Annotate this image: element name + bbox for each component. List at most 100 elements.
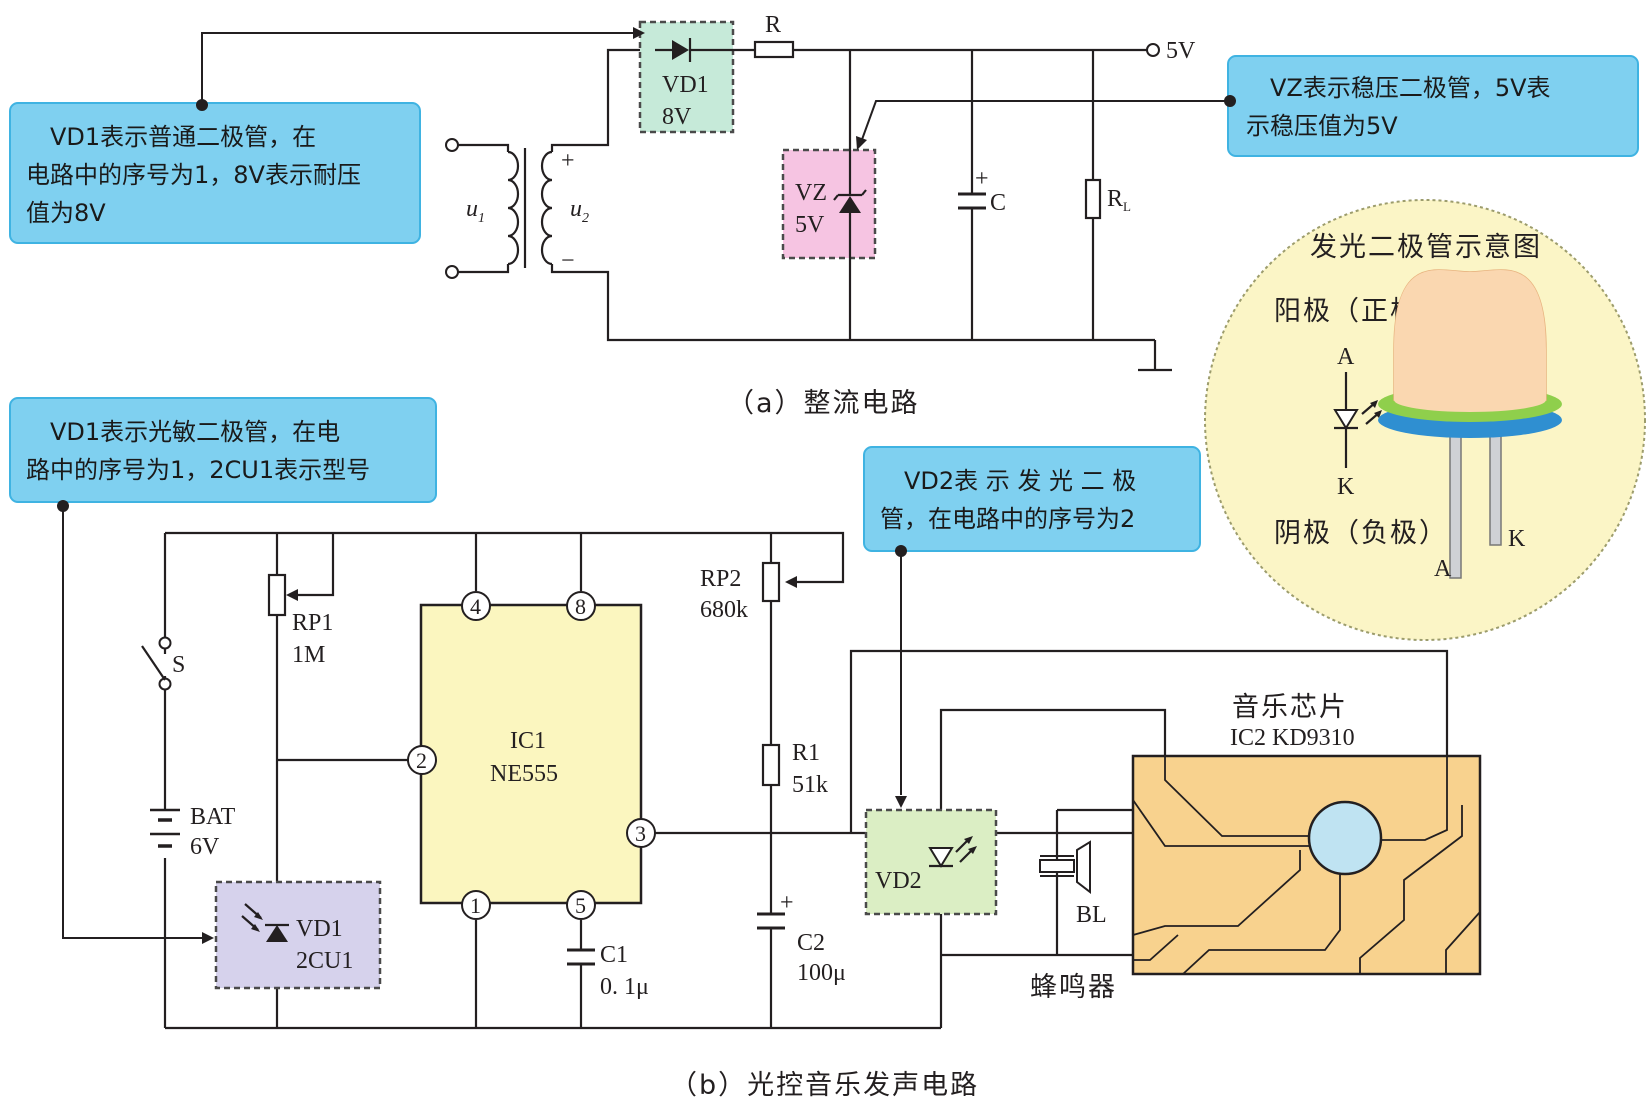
ic1-pin-4-label: 4 [470,594,481,619]
callout-vz-arrow [856,136,867,150]
led-inset: 发光二极管示意图 阳极（正极） 阴极（负极） A K A K [1204,199,1646,641]
r1-name: R1 [792,740,820,766]
bat-name: BAT [190,804,236,830]
photodiode-ray-arrow-1 [254,912,263,920]
rp1-wiper-arrow [286,589,298,601]
callout-vd1-photo-box [9,397,437,503]
ic2-title: 音乐芯片 [1232,692,1348,723]
led-ray-arrow-2 [1374,410,1382,418]
photodiode-ray-arrow-2 [251,924,260,932]
ic2-chip-die [1307,800,1383,876]
r-label: R [765,12,781,38]
led-pin-k-label: K [1508,526,1526,552]
photodiode-icon [266,925,288,942]
zener-bar [833,189,867,201]
ic1-pin-4 [461,591,491,621]
callout-vd2-box [863,446,1201,552]
rp2-name: RP2 [700,566,741,592]
c2-name: C2 [797,930,825,956]
c2-value: 100μ [797,960,846,986]
r1-value: 51k [792,772,828,798]
bat-value: 6V [190,834,220,860]
rp1-value: 1M [292,642,325,668]
buzzer-body [1039,859,1075,873]
terminal-bottom-left [445,265,459,279]
circuit-b-light-music: S BAT 6V RP1 1M VD1 2CU1 IC1 NE555 4 8 [141,531,1482,1030]
ic1-pin-3 [626,818,656,848]
caption-b: （b）光控音乐发声电路 [670,1070,979,1101]
vd2-highlight-box [864,808,998,916]
c-label: C [990,190,1006,216]
ic1-pin-8 [566,591,596,621]
c-plus: + [975,166,989,192]
vd1-highlight-box [638,20,735,134]
ic1-pin-1 [461,890,491,920]
ic1-name: IC1 [510,728,546,754]
ic1-pin-3-label: 3 [635,821,646,846]
ic2-traces [1132,756,1481,975]
callout-vd1-normal-box [9,102,421,244]
callout-vd2-arrow [895,796,907,808]
ic1-model: NE555 [490,761,558,787]
u2-label: u2 [570,196,589,226]
callout-vd2: VD2表 示 发 光 二 极 管，在电路中的序号为2 [863,446,1201,808]
u1-label: u1 [466,196,485,226]
vd1-photo-highlight-box [214,880,382,990]
vd1-value: 8V [662,104,692,130]
circuit-a-rectifier: u1 u2 + − VD1 8V R 5V VZ 5V + C RL [445,12,1196,372]
rp1-wiper [291,533,335,597]
switch-s-terminal-top [158,636,172,650]
load-resistor-rl [1084,178,1102,220]
callout-vd1-photo-dot [57,500,69,512]
zener-diode-icon [839,196,861,213]
led-pin-a-label: A [1434,556,1452,582]
led-ray-arrow-1 [1370,400,1378,408]
resistor-r [753,40,795,59]
vz-value: 5V [795,212,825,238]
callout-vz-dot [1224,95,1236,107]
c2-plus: + [780,890,794,916]
callout-vz-line1: VZ表示稳压二极管，5V表 [1246,74,1551,102]
rp2-resistor [761,561,781,603]
buzzer-label: 蜂鸣器 [1030,972,1117,1003]
callout-vd1-normal-line1: VD1表示普通二极管，在 [26,123,316,151]
primary-leads [458,143,510,274]
caption-a: （a）整流电路 [727,388,920,419]
rp2-wiper-arrow [785,576,797,588]
output-wire-upper [849,649,1449,833]
led-pin-a [1449,429,1462,579]
switch-s-terminal-bottom [158,677,172,691]
ic1-pin-2 [407,745,437,775]
vz-highlight-box [781,148,877,260]
callout-vz-line2: 示稳压值为5V [1246,112,1398,140]
callout-vd1-photo-leader [62,506,203,939]
switch-s-lever [141,645,166,681]
callout-vz: VZ表示稳压二极管，5V表 示稳压值为5V [856,55,1639,157]
secondary-wires [550,48,1155,342]
ground-symbol [1138,340,1172,372]
vd1-name: VD1 [662,72,709,98]
callout-vd1-normal-line3: 值为8V [26,199,106,227]
buzzer-horn-icon [1076,840,1091,895]
ic2-model: IC2 KD9310 [1230,725,1355,751]
ic1-pin-5 [566,890,596,920]
callout-vd1-normal-arrow [633,27,645,39]
rp2-value: 680k [700,597,748,623]
callout-vd2-line2: 管，在电路中的序号为2 [880,505,1135,533]
c1-value: 0. 1μ [600,974,649,1000]
callout-vd1-photo-line1: VD1表示光敏二极管，在电 [26,418,340,446]
led-symbol-k: K [1337,474,1355,500]
callout-vd2-line1: VD2表 示 发 光 二 极 [880,467,1136,495]
bl-name: BL [1076,902,1107,928]
callout-vd2-dot [895,545,907,557]
rp1-name: RP1 [292,610,333,636]
led-inset-title: 发光二极管示意图 [1310,232,1542,263]
ic2-music-chip [1131,754,1482,976]
r1-resistor [761,743,781,787]
s-label: S [172,652,185,678]
vd1-diode-icon [672,40,689,60]
led-pin-k [1489,429,1502,546]
secondary-coil [540,150,553,266]
